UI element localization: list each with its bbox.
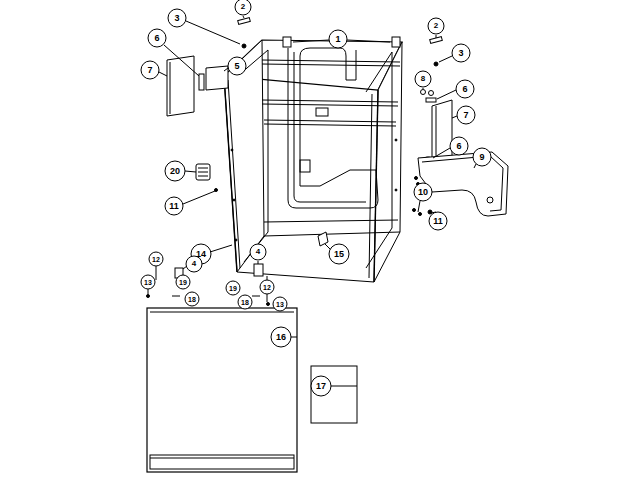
screw (413, 209, 416, 212)
tube-frame (294, 52, 366, 202)
callout-number: 18 (241, 299, 249, 306)
hole (233, 199, 235, 201)
screw (147, 295, 150, 298)
screw (419, 213, 422, 216)
callout-number: 9 (479, 153, 484, 162)
inner-panel (366, 52, 392, 268)
callout-number: 6 (154, 34, 159, 43)
callout-number: 15 (334, 250, 344, 259)
tube-frame (288, 48, 378, 208)
screw (434, 62, 438, 66)
callout-number: 16 (276, 333, 286, 342)
bottom-back-rail (264, 232, 400, 236)
inner-panel (240, 50, 268, 262)
brace (262, 100, 398, 102)
post-part (283, 37, 291, 47)
brace (264, 120, 396, 122)
panel-edge (150, 312, 294, 313)
left-side-panel (224, 40, 264, 272)
bar-part (238, 18, 251, 25)
hole (395, 189, 397, 191)
clip-part (199, 74, 204, 90)
right-side-panel (374, 42, 402, 282)
pad-part (167, 56, 194, 116)
label-sheet (311, 366, 357, 423)
brace (262, 104, 398, 106)
callout-number: 12 (152, 256, 160, 263)
coil-line (198, 172, 208, 173)
coil-line (198, 168, 208, 169)
callout-number: 17 (316, 382, 326, 391)
callout-number: 3 (174, 14, 179, 23)
leader-lines (148, 16, 476, 386)
callout-number: 7 (147, 66, 152, 75)
brace (262, 60, 400, 62)
callout-number: 20 (170, 167, 180, 176)
hole (235, 239, 237, 241)
panel-edge (150, 458, 294, 459)
callout-number: 18 (188, 296, 196, 303)
brace (264, 124, 396, 126)
front-panel (147, 308, 297, 472)
callout-number: 5 (234, 62, 239, 71)
callout-number: 19 (229, 285, 237, 292)
screw (242, 44, 246, 48)
panel-kick (150, 455, 294, 469)
hole (395, 139, 397, 141)
clip-part (426, 98, 436, 102)
callout-number: 3 (458, 49, 463, 58)
pad-edge (170, 62, 171, 114)
callout-number: 6 (456, 142, 461, 151)
post-part (392, 37, 400, 47)
clip-part (318, 232, 328, 246)
plate-edge (422, 156, 503, 211)
brace (264, 220, 398, 222)
callout-number: 2 (434, 22, 438, 30)
coil-part (196, 164, 210, 180)
callout-number: 7 (463, 111, 468, 120)
callout-number: 14 (196, 250, 206, 259)
callout-number: 4 (192, 260, 196, 268)
screw (415, 177, 418, 180)
callout-number: 13 (276, 301, 284, 308)
callout-number: 6 (462, 85, 467, 94)
callout-number: 4 (256, 248, 260, 256)
callout-number: 19 (179, 279, 187, 286)
post-edge (228, 80, 240, 268)
foot-part (254, 264, 263, 276)
bracket (316, 108, 328, 116)
callout-number: 1 (335, 35, 340, 44)
washer (252, 296, 260, 297)
hole (487, 197, 493, 203)
callout-number: 8 (421, 75, 425, 83)
callout-number: 11 (433, 217, 443, 226)
nut (429, 91, 434, 96)
hole (231, 149, 233, 151)
plate-part (418, 152, 508, 216)
coil-line (198, 176, 208, 177)
screw (267, 303, 270, 306)
callout-number: 11 (169, 202, 179, 211)
nut (421, 90, 426, 95)
pad-part (432, 100, 452, 164)
callout-number: 12 (263, 284, 271, 291)
block-part (206, 66, 228, 90)
bracket (300, 160, 310, 172)
brace (262, 64, 400, 66)
washer (172, 296, 180, 297)
front-left-post (224, 76, 237, 272)
callout-number: 2 (241, 3, 245, 11)
callout-circles (141, 0, 491, 396)
callout-number: 13 (144, 279, 152, 286)
callout-number: 10 (418, 188, 428, 197)
pad-edge (436, 106, 437, 162)
screw (156, 272, 157, 280)
